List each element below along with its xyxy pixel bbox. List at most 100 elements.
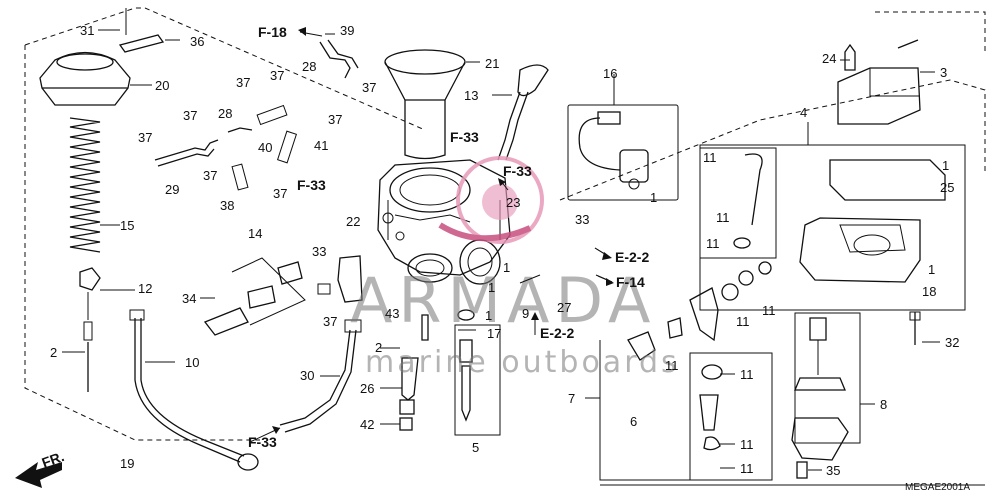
part-label-1e: 1 [942, 158, 949, 173]
part-label-5: 5 [472, 440, 479, 455]
part-label-33a: 33 [575, 212, 589, 227]
air-funnel [384, 49, 466, 160]
part-label-28b: 28 [218, 106, 232, 121]
part-label-24: 24 [822, 51, 836, 66]
part-label-23: 23 [506, 195, 520, 210]
part-label-11e: 11 [736, 314, 750, 329]
assembly-outlines [24, 7, 986, 486]
part-label-43: 43 [385, 306, 399, 321]
part-label-28a: 28 [302, 59, 316, 74]
part-label-9: 9 [522, 306, 529, 321]
part-label-32: 32 [945, 335, 959, 350]
part-label-11a: 11 [703, 150, 717, 165]
part-label-33b: 33 [312, 244, 326, 259]
part-label-27: 27 [557, 300, 571, 315]
part-label-41: 41 [314, 138, 328, 153]
part-label-35: 35 [826, 463, 840, 478]
ref-label-f18: F-18 [258, 24, 287, 40]
part-label-1f: 1 [928, 262, 935, 277]
watermark-brand: ARMADA [350, 264, 656, 337]
logo-ring [456, 156, 544, 244]
diagram-code: MEGAE2001A [905, 482, 970, 493]
part-label-11b: 11 [716, 210, 730, 225]
part-label-16: 16 [603, 66, 617, 81]
part-label-1d: 1 [485, 308, 492, 323]
accelerator-pump-assembly [791, 312, 861, 479]
part-label-14: 14 [248, 226, 262, 241]
part-label-13: 13 [464, 88, 478, 103]
leader-lines [62, 29, 940, 471]
vacuum-cap-assembly [39, 8, 165, 106]
throttle-cable [129, 309, 259, 471]
part-label-3a: 3 [940, 65, 947, 80]
part-label-38: 38 [220, 198, 234, 213]
throttle-linkage [627, 147, 777, 361]
ref-label-e22-a: E-2-2 [615, 249, 649, 265]
ref-label-f33-c: F-33 [503, 163, 532, 179]
watermark-subtitle: marine outboards [365, 345, 680, 380]
part-label-15: 15 [120, 218, 134, 233]
part-label-22: 22 [346, 214, 360, 229]
part-label-7: 7 [568, 391, 575, 406]
choke-cable [279, 319, 362, 433]
spring [69, 117, 101, 253]
part-label-25: 25 [940, 180, 954, 195]
part-label-18: 18 [922, 284, 936, 299]
part-label-39: 39 [340, 23, 354, 38]
part-label-37e: 37 [203, 168, 217, 183]
part-labels: 31 36 20 37 37 37 37 28 28 29 37 40 41 3… [50, 23, 970, 493]
part-label-8: 8 [880, 397, 887, 412]
front-direction-label: FR. [40, 448, 67, 471]
outline-left [24, 45, 260, 441]
reference-arrows [249, 27, 614, 443]
part-label-30: 30 [300, 368, 314, 383]
part-label-37g: 37 [362, 80, 376, 95]
ref-label-e22-b: E-2-2 [540, 325, 574, 341]
part-label-1b: 1 [503, 260, 510, 275]
watermark-logo [438, 156, 544, 244]
part-label-6: 6 [630, 414, 637, 429]
part-label-37d: 37 [270, 68, 284, 83]
logo-core [482, 184, 518, 220]
carburetor-body [377, 159, 511, 285]
part-label-11c: 11 [706, 236, 720, 251]
part-label-19: 19 [120, 456, 134, 471]
ref-label-f14: F-14 [616, 274, 645, 290]
part-label-26: 26 [360, 381, 374, 396]
part-label-11i: 11 [740, 461, 754, 476]
outline-top-left [24, 7, 426, 131]
part-label-2b: 2 [50, 345, 57, 360]
part-label-11d: 11 [762, 303, 776, 318]
outline-top-right [559, 79, 986, 201]
bracket [317, 255, 363, 303]
part-label-37i: 37 [323, 314, 337, 329]
part-label-37c: 37 [236, 75, 250, 90]
part-label-11g: 11 [740, 367, 754, 382]
logo-swoosh [438, 222, 532, 242]
part-label-2a: 2 [375, 340, 382, 355]
part-label-29: 29 [165, 182, 179, 197]
ref-label-f33-a: F-33 [297, 177, 326, 193]
part-label-12: 12 [138, 281, 152, 296]
part-label-36: 36 [190, 34, 204, 49]
sensor-assembly [567, 104, 679, 201]
part-label-11f: 11 [665, 358, 679, 373]
jet-needle [79, 267, 101, 392]
part-label-10: 10 [185, 355, 199, 370]
part-label-1c: 1 [488, 280, 495, 295]
part-label-37h: 37 [273, 186, 287, 201]
part-label-37b: 37 [183, 108, 197, 123]
part-label-4: 4 [800, 105, 807, 120]
air-vent-cover [837, 39, 921, 125]
part-label-21: 21 [485, 56, 499, 71]
part-label-11h: 11 [740, 437, 754, 452]
jet-set-center [399, 309, 501, 436]
part-label-20: 20 [155, 78, 169, 93]
part-label-34: 34 [182, 291, 196, 306]
part-label-37a: 37 [138, 130, 152, 145]
cutoff-valve [203, 257, 306, 336]
part-label-37f: 37 [328, 112, 342, 127]
ref-label-f33-b: F-33 [450, 129, 479, 145]
